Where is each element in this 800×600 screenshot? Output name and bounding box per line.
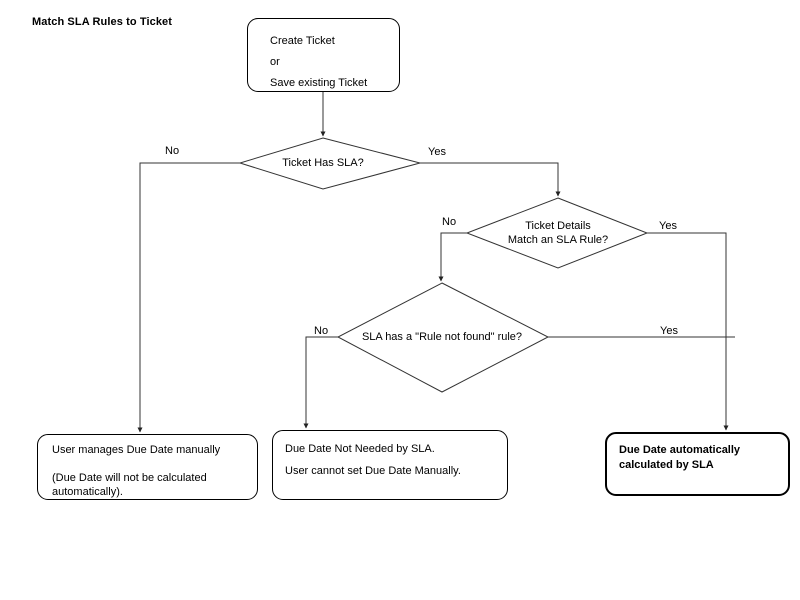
node-outcome-not-needed[interactable]: Due Date Not Needed by SLA. User cannot … (272, 430, 508, 500)
node-outcome-manual-line1: User manages Due Date manually (52, 444, 221, 456)
decision-rule-not-found-shape (336, 282, 550, 393)
edge-rule-not-found-no (303, 336, 338, 429)
node-outcome-not-needed-line1: Due Date Not Needed by SLA. (285, 443, 435, 455)
edge-has-sla-yes (420, 162, 561, 197)
edge-match-rule-yes (647, 232, 729, 431)
node-outcome-manual[interactable]: User manages Due Date manually (Due Date… (37, 434, 258, 500)
node-outcome-auto-line1: Due Date automatically (619, 444, 741, 456)
edge-match-rule-no (438, 232, 467, 282)
decision-rule-not-found-label: SLA has a "Rule not found" rule? (361, 331, 523, 343)
decision-has-sla-label: Ticket Has SLA? (282, 157, 364, 169)
node-outcome-auto-line2: calculated by SLA (619, 459, 714, 471)
node-outcome-manual-line3: automatically). (52, 486, 123, 498)
node-outcome-not-needed-line2: User cannot set Due Date Manually. (285, 465, 461, 477)
page-title: Match SLA Rules to Ticket (32, 16, 173, 28)
node-create-or-save-ticket-text: Create Ticket or Save existing Ticket (270, 35, 368, 89)
edge-label-match-rule-yes: Yes (659, 220, 677, 232)
node-outcome-manual-line2: (Due Date will not be calculated (52, 472, 207, 484)
edge-label-has-sla-no: No (165, 145, 180, 157)
decision-match-rule-shape (465, 197, 649, 269)
edge-label-rule-not-found-no: No (314, 325, 329, 337)
edge-label-match-rule-no: No (442, 216, 457, 228)
node-outcome-auto[interactable]: Due Date automatically calculated by SLA (605, 432, 790, 496)
node-create-or-save-ticket[interactable]: Create Ticket or Save existing Ticket (247, 18, 400, 92)
decision-has-sla-shape (238, 137, 422, 190)
decision-match-rule-label: Ticket Details Match an SLA Rule? (507, 220, 609, 246)
edge-label-rule-not-found-yes: Yes (660, 325, 678, 337)
edge-label-has-sla-yes: Yes (428, 146, 446, 158)
edge-has-sla-no (137, 162, 240, 433)
